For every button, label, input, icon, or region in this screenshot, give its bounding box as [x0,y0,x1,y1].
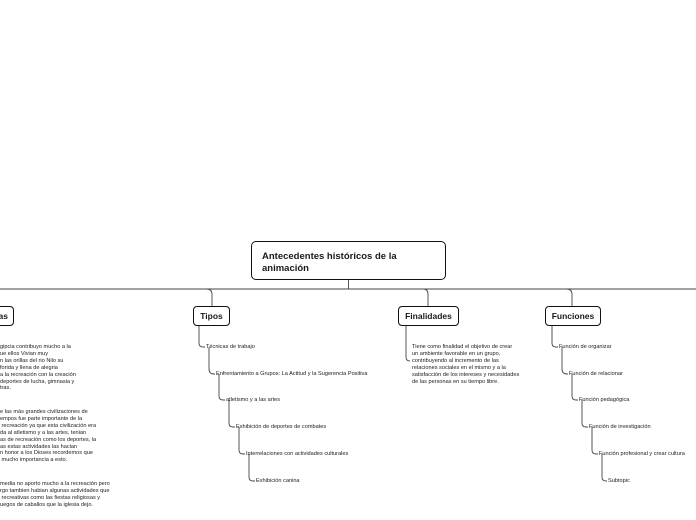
funciones-item-1[interactable]: Función de organizar [559,344,612,350]
branch-node-finalidades[interactable]: Finalidades [398,306,459,326]
branch-node-first[interactable]: as [0,306,14,326]
branch-label-finalidades: Finalidades [405,311,452,321]
root-topic[interactable]: Antecedentes históricos de la animación [251,241,446,280]
root-topic-title: Antecedentes históricos de la animación [262,251,397,274]
funciones-item-6[interactable]: Subtopic [608,478,630,484]
finalidades-paragraph[interactable]: Tiene como finalidad el objetivo de crea… [412,344,520,385]
first-paragraph-2: e las más grandes civilizaciones de empo… [0,409,97,464]
branch-label-first: as [0,311,8,321]
tipos-item-2[interactable]: Enfrentamiento a Grupos: La Actitud y la… [216,371,368,377]
funciones-item-2[interactable]: Función de relacionar [569,371,623,377]
tipos-item-3[interactable]: atletismo y a las artes [226,397,281,403]
first-paragraph-1: gipcia contribuyo mucho a la ue ellos Vi… [0,344,76,392]
tipos-item-6[interactable]: Exhibición canina [256,478,300,484]
tipos-item-5[interactable]: Interrelaciones con actividades cultural… [246,451,349,457]
tipos-item-4[interactable]: Exhibición de deportes de combates [236,424,327,430]
funciones-item-5[interactable]: Función profesional y crear cultura [599,451,685,457]
branch-node-tipos[interactable]: Tipos [193,306,230,326]
funciones-item-4[interactable]: Función de investigación [589,424,651,430]
first-paragraph-3: media no aporto mucho a la recreación pe… [0,481,110,508]
branch-node-funciones[interactable]: Funciones [545,306,601,326]
branch-label-tipos: Tipos [200,311,223,321]
funciones-item-3[interactable]: Función pedagógica [579,397,630,403]
tipos-item-1[interactable]: Técnicas de trabajo [206,344,255,350]
branch-label-funciones: Funciones [551,311,595,321]
